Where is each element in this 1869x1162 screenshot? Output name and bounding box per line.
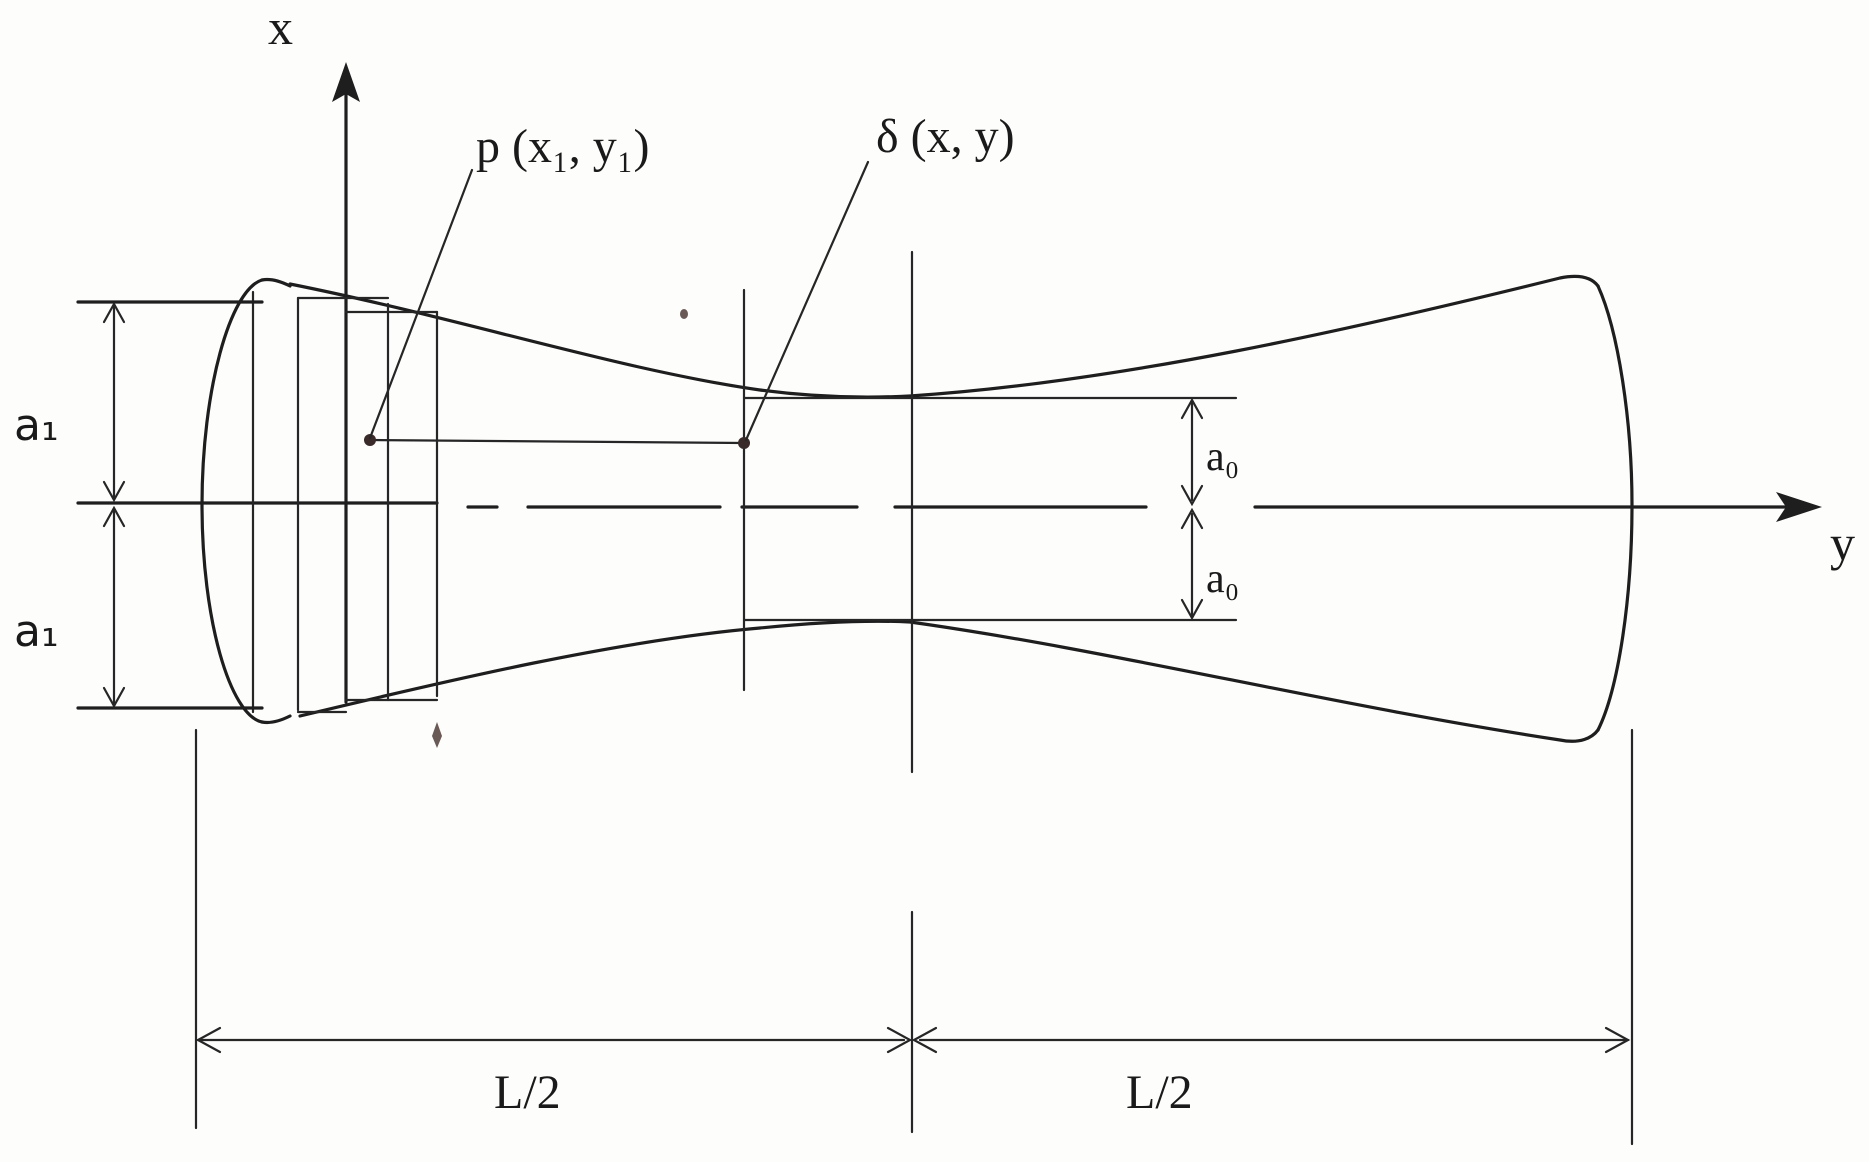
- x-axis-arrow-icon: [332, 62, 360, 102]
- a1-lower-label: a₁: [14, 606, 59, 657]
- a1-dimension: [76, 300, 264, 710]
- paper-specks: [432, 309, 688, 748]
- l-right-start-arrow-icon: [911, 1026, 938, 1054]
- l-right-end-arrow-icon: [1604, 1026, 1631, 1054]
- a1-upper-top-arrow-icon: [102, 301, 126, 324]
- a1-lower-top-arrow-icon: [102, 505, 126, 528]
- a1-upper-bottom-arrow-icon: [102, 480, 126, 503]
- a0-upper-bottom-arrow-icon: [1180, 484, 1204, 507]
- a0-lower-top-arrow-icon: [1180, 507, 1204, 530]
- y-axis-label: y: [1830, 515, 1855, 571]
- x-axis: [332, 62, 360, 704]
- point-delta-label: δ (x, y): [876, 110, 1015, 163]
- point-p-label: p (x₁, y₁): [476, 120, 649, 173]
- point-delta-leader: [744, 160, 870, 442]
- a0-upper-top-arrow-icon: [1180, 397, 1204, 420]
- a0-dimension: [742, 396, 1238, 622]
- left-flange-lines: [251, 290, 439, 714]
- l-left-end-arrow-icon: [886, 1026, 913, 1054]
- y-axis: [76, 492, 1822, 522]
- body-outline: [200, 274, 1634, 743]
- point-delta-marker: [738, 437, 750, 449]
- point-p-marker: [364, 434, 376, 446]
- half-length-right-label: L/2: [1126, 1066, 1193, 1119]
- point-connection: [364, 160, 870, 449]
- x-axis-label: x: [268, 0, 293, 55]
- a1-upper-label: a₁: [14, 400, 59, 451]
- half-length-left-label: L/2: [494, 1066, 561, 1119]
- a1-lower-bottom-arrow-icon: [102, 686, 126, 709]
- a0-lower-label: a₀: [1206, 556, 1239, 602]
- a0-upper-label: a₀: [1206, 434, 1239, 480]
- y-axis-arrow-icon: [1776, 492, 1822, 522]
- reference-lines: [194, 250, 1634, 1146]
- point-p-leader: [368, 168, 474, 440]
- a0-lower-bottom-arrow-icon: [1180, 598, 1204, 621]
- length-dimension: [195, 1026, 1631, 1054]
- l-left-start-arrow-icon: [195, 1026, 222, 1054]
